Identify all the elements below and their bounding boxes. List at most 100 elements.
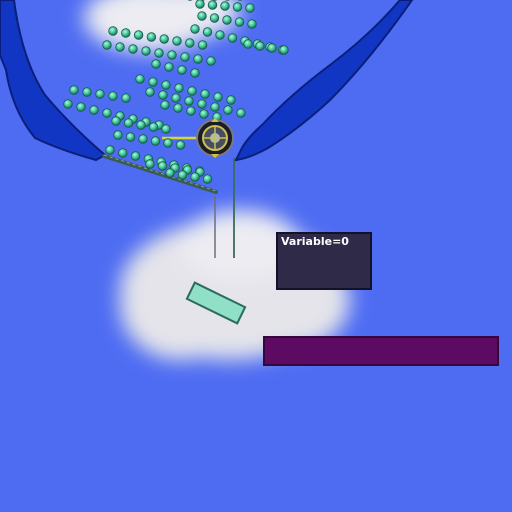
green-ball xyxy=(148,122,159,132)
green-ball xyxy=(150,136,161,146)
variable-display-panel: Variable=0 xyxy=(276,232,372,290)
green-ball xyxy=(133,30,144,40)
teal-tile[interactable] xyxy=(185,281,247,325)
green-ball xyxy=(136,120,146,130)
green-ball xyxy=(89,105,99,115)
green-ball xyxy=(236,108,246,118)
green-ball xyxy=(223,105,233,115)
spinning-wheel-icon[interactable] xyxy=(196,118,234,158)
green-ball xyxy=(206,56,216,66)
green-ball xyxy=(222,15,232,25)
green-ball xyxy=(197,11,207,21)
green-ball xyxy=(186,106,196,116)
green-ball xyxy=(215,30,225,40)
green-ball xyxy=(173,103,183,113)
green-ball xyxy=(111,116,121,126)
green-ball xyxy=(157,161,168,171)
green-ball xyxy=(279,45,289,55)
green-ball xyxy=(185,38,195,48)
green-ball xyxy=(158,90,168,100)
green-ball xyxy=(145,87,155,97)
green-ball xyxy=(172,36,182,46)
green-ball xyxy=(108,26,118,36)
green-ball xyxy=(165,168,175,178)
green-ball xyxy=(193,54,203,64)
green-ball xyxy=(115,42,125,52)
green-ball xyxy=(113,130,123,140)
green-ball xyxy=(125,132,136,142)
cloud-top xyxy=(84,0,240,52)
variable-display-text: Variable=0 xyxy=(281,235,349,249)
green-ball xyxy=(177,170,188,180)
green-ball xyxy=(141,46,151,56)
green-ball xyxy=(232,2,243,12)
variable-value: 0 xyxy=(341,235,349,248)
green-ball xyxy=(227,33,238,43)
green-ball xyxy=(163,138,173,148)
green-ball xyxy=(199,109,209,119)
funnel-right-wall xyxy=(234,0,414,162)
green-ball xyxy=(267,43,277,53)
green-ball xyxy=(175,140,186,150)
cloud-center xyxy=(120,210,350,360)
green-ball xyxy=(151,59,161,69)
ramp-plank-highlight xyxy=(103,154,217,192)
green-ball xyxy=(190,68,200,78)
green-ball xyxy=(164,62,174,72)
green-ball xyxy=(171,93,181,103)
green-ball xyxy=(243,39,253,49)
green-ball xyxy=(167,50,177,60)
green-ball xyxy=(121,28,131,38)
green-ball xyxy=(76,102,86,112)
green-ball xyxy=(247,19,257,29)
green-ball xyxy=(226,95,236,105)
green-ball xyxy=(202,27,213,37)
green-ball xyxy=(148,77,158,87)
green-ball xyxy=(177,65,187,75)
green-ball xyxy=(190,24,200,34)
green-ball xyxy=(234,17,245,27)
green-ball xyxy=(95,89,105,99)
variable-equals-sign: = xyxy=(332,235,342,248)
green-ball xyxy=(135,74,145,84)
green-ball xyxy=(159,34,169,44)
green-ball xyxy=(197,40,208,50)
green-ball xyxy=(187,86,197,96)
green-ball xyxy=(105,145,115,155)
green-ball xyxy=(202,174,213,184)
green-ball xyxy=(69,85,79,95)
green-ball xyxy=(145,159,155,169)
green-ball xyxy=(197,99,207,109)
ramp-plank xyxy=(102,154,218,194)
green-ball xyxy=(200,89,210,99)
green-ball xyxy=(160,100,170,110)
green-ball xyxy=(207,0,218,10)
variable-name: Variable xyxy=(281,235,333,248)
green-ball xyxy=(180,52,190,62)
purple-platform xyxy=(263,336,499,366)
green-ball xyxy=(138,134,148,144)
green-ball xyxy=(245,3,255,13)
green-ball xyxy=(123,118,134,128)
green-ball xyxy=(128,44,138,54)
green-ball xyxy=(118,148,128,158)
green-ball xyxy=(210,102,220,112)
green-ball xyxy=(190,172,200,182)
green-ball xyxy=(146,32,157,42)
green-ball xyxy=(102,108,112,118)
green-ball xyxy=(209,13,220,23)
green-ball xyxy=(154,48,164,58)
green-ball xyxy=(195,0,205,9)
green-ball xyxy=(63,99,73,109)
green-ball xyxy=(161,124,171,134)
green-ball xyxy=(184,96,194,106)
green-ball xyxy=(130,151,141,161)
green-ball xyxy=(220,1,230,11)
green-ball xyxy=(102,40,112,50)
green-ball xyxy=(108,91,118,101)
green-ball xyxy=(161,80,171,90)
green-ball xyxy=(174,83,184,93)
green-ball xyxy=(213,92,223,102)
green-ball xyxy=(121,93,131,103)
